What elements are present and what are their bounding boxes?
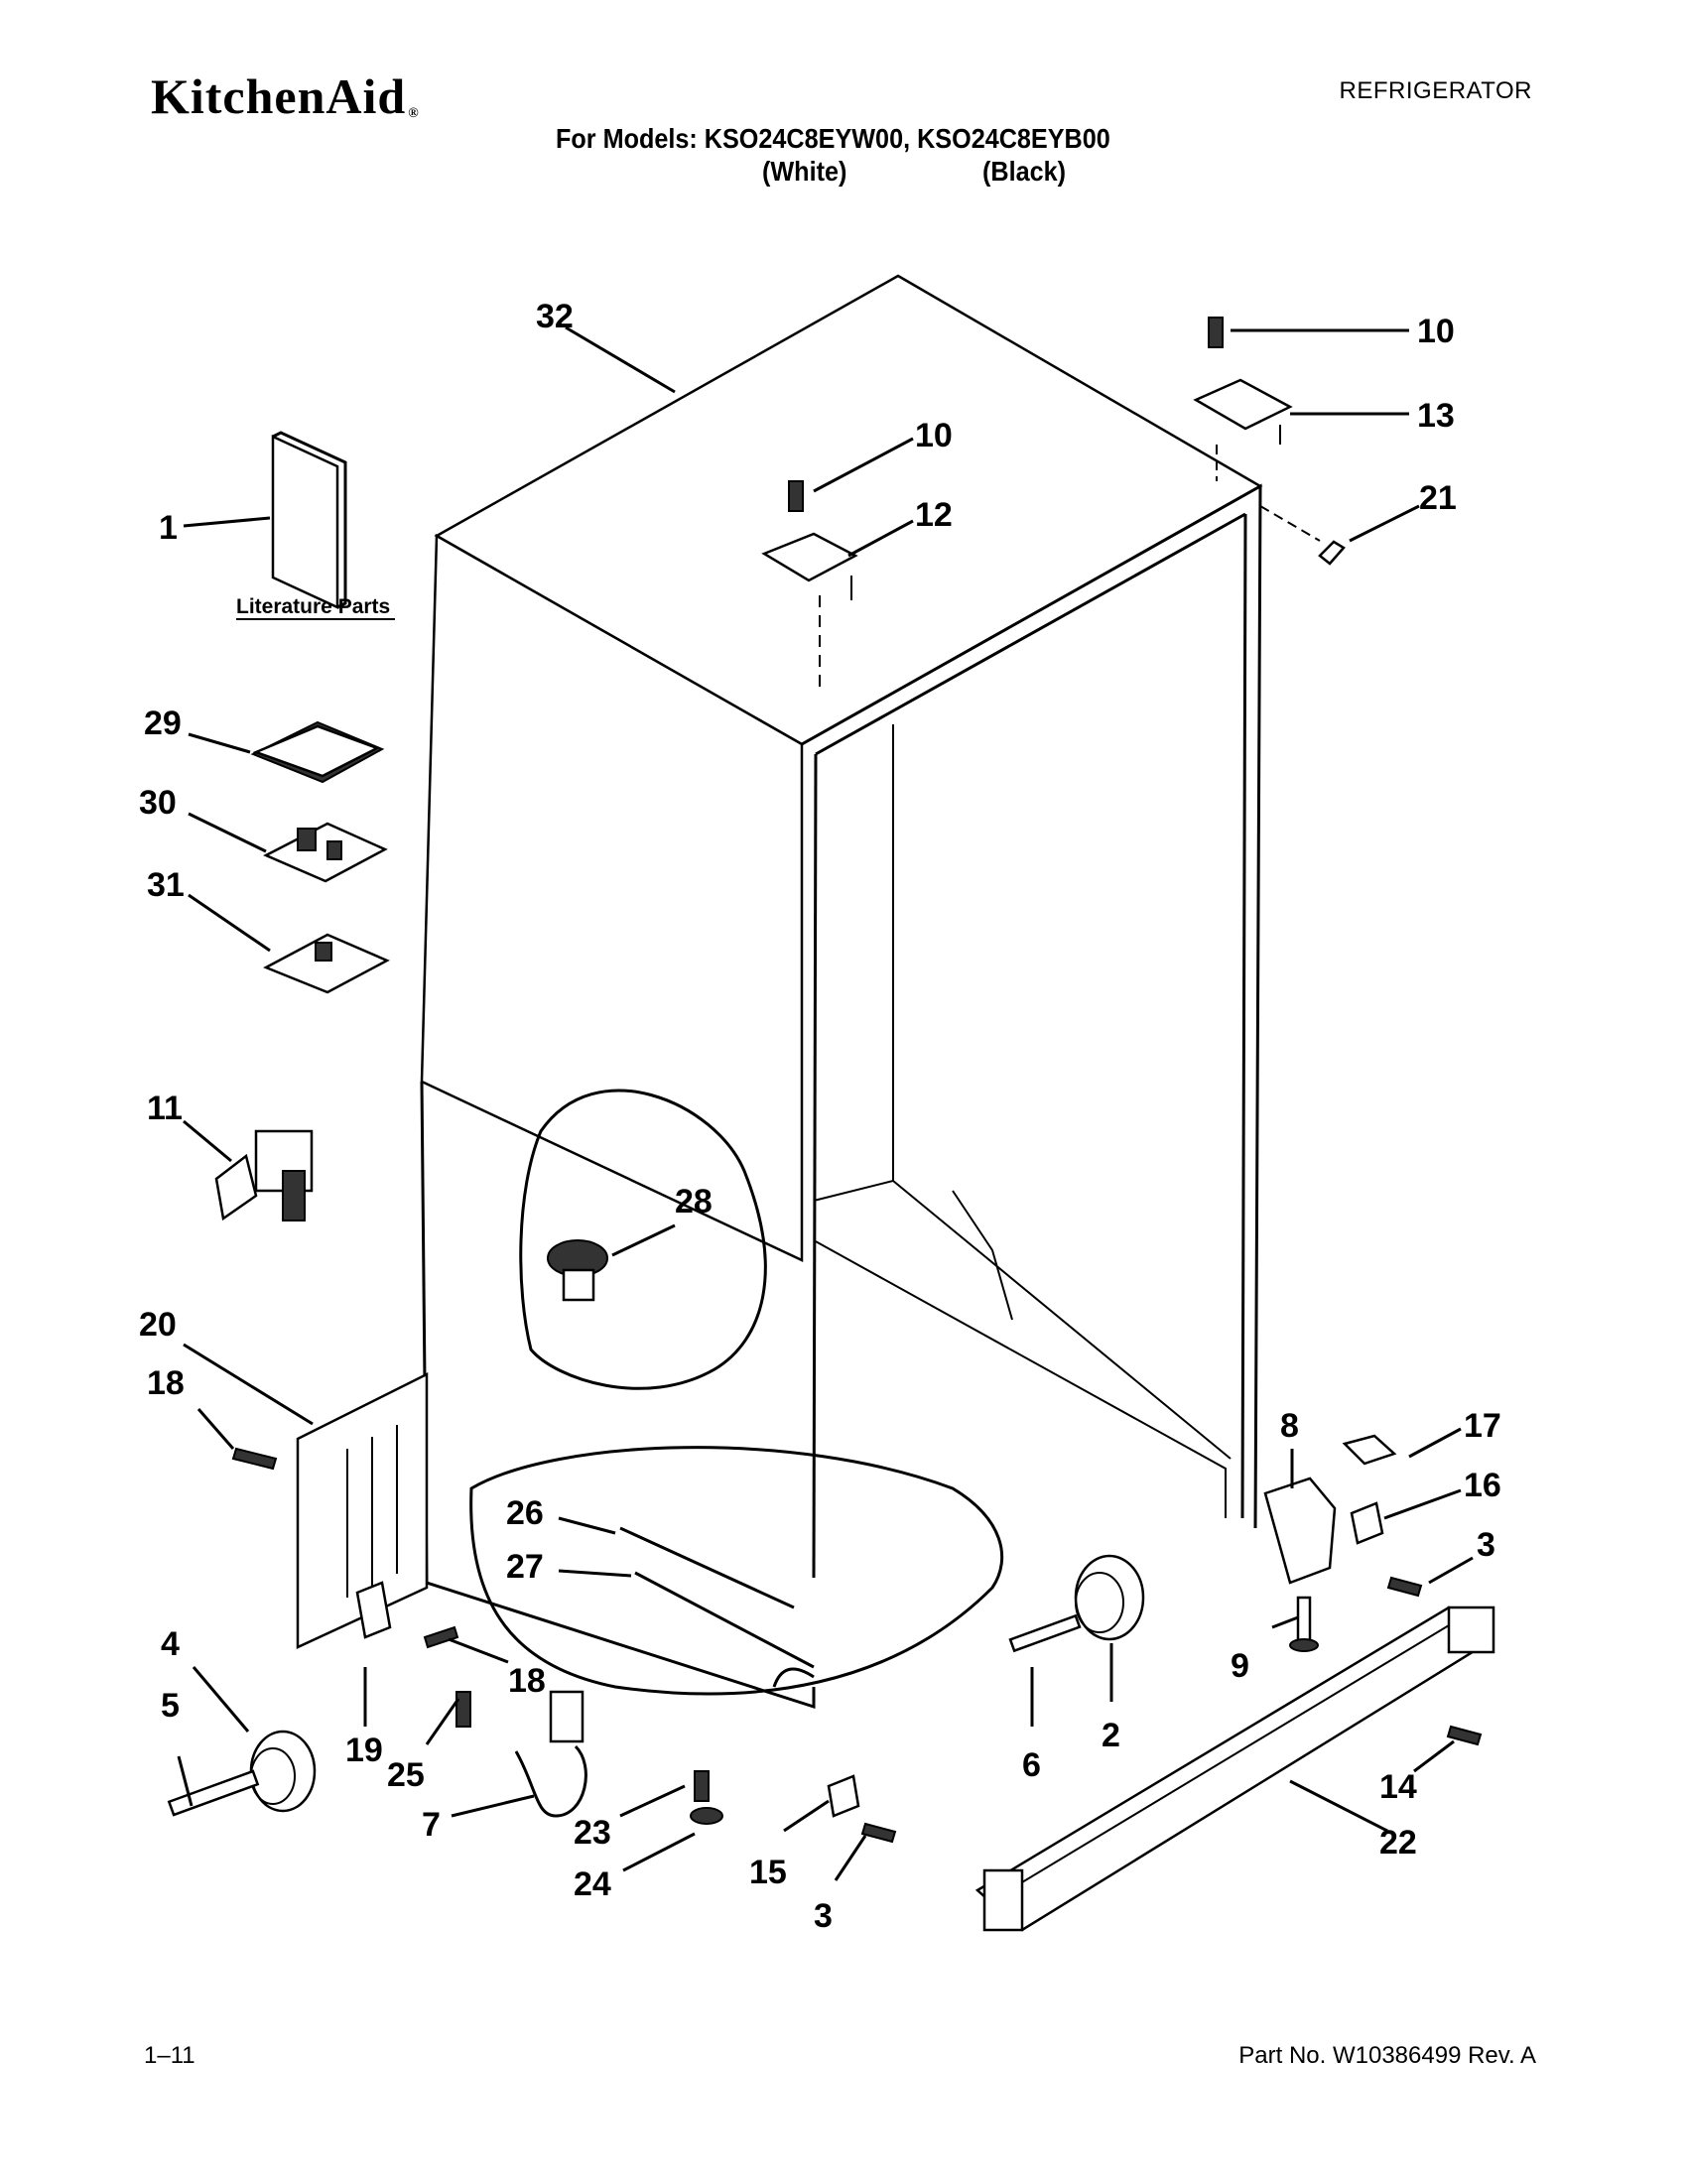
- defrost-tube: [619, 1526, 815, 1669]
- callout-label: 19: [345, 1732, 383, 1769]
- callout-label: 6: [1022, 1746, 1041, 1784]
- cutaway-view-lower: [469, 1446, 1004, 1696]
- callout-label: 30: [139, 784, 177, 822]
- control-board-main: [263, 822, 388, 883]
- callout-label: 27: [506, 1548, 544, 1586]
- callout-label: 5: [161, 1687, 180, 1725]
- callout-label: 15: [749, 1854, 787, 1891]
- drain-trap: [514, 1690, 587, 1818]
- callout-label: 22: [1379, 1824, 1417, 1862]
- callout-label: 25: [387, 1756, 425, 1794]
- brand-logo: KitchenAid®: [151, 68, 420, 124]
- callout-label: 26: [506, 1494, 544, 1532]
- toe-grille: [974, 1606, 1495, 1932]
- cutaway-view-upper: [519, 1089, 767, 1390]
- roller-front-right: [1008, 1554, 1145, 1653]
- callout-label: 7: [422, 1806, 441, 1844]
- callout-label: 20: [139, 1306, 177, 1344]
- callout-label: 28: [675, 1183, 713, 1220]
- callout-label: 3: [814, 1897, 833, 1935]
- refrigerator-cabinet: [420, 274, 1263, 1710]
- callout-label: 10: [915, 417, 953, 454]
- callout-label: 32: [536, 298, 574, 335]
- callout-label: 24: [574, 1865, 611, 1903]
- callout-label: 16: [1464, 1467, 1501, 1504]
- callout-labels: 32 10 10 13 21 12 1 29 30 31 11 28 20 18…: [139, 298, 1501, 1935]
- callout-label: 8: [1280, 1407, 1299, 1445]
- callout-label: 29: [144, 705, 182, 742]
- callout-label: 17: [1464, 1407, 1501, 1445]
- callout-label: 2: [1102, 1717, 1120, 1754]
- part-number: Part No. W10386499 Rev. A: [1238, 2042, 1536, 2069]
- control-board-cover: [250, 720, 385, 784]
- callout-label: 31: [147, 866, 185, 904]
- leveling-bracket: [1263, 1477, 1337, 1652]
- damper-assembly: [547, 1239, 608, 1302]
- callout-label: 3: [1477, 1526, 1495, 1564]
- hinge-upper-center: [761, 480, 858, 690]
- literature-parts-icon: [271, 431, 347, 609]
- callout-label: 1: [159, 509, 178, 547]
- variant-black: (Black): [982, 156, 1067, 187]
- callout-label: 12: [915, 496, 953, 534]
- callout-label: 11: [147, 1090, 183, 1127]
- callout-label: 18: [508, 1662, 546, 1700]
- front-grille: [296, 1371, 429, 1649]
- callout-label: 14: [1379, 1768, 1417, 1806]
- control-board-secondary: [263, 933, 390, 994]
- callout-leaders: [177, 325, 1474, 1881]
- models-line: For Models: KSO24C8EYW00, KSO24C8EYB00: [556, 123, 1110, 154]
- page-number: 1–11: [144, 2042, 195, 2069]
- water-valve: [214, 1129, 314, 1221]
- callout-label: 9: [1231, 1647, 1249, 1685]
- product-category: REFRIGERATOR: [1339, 77, 1532, 104]
- callout-label: 21: [1419, 479, 1457, 517]
- callout-label: 18: [147, 1364, 185, 1402]
- callout-label: 10: [1417, 313, 1455, 350]
- variant-white: (White): [762, 156, 847, 187]
- small-screws: [231, 1434, 1483, 1844]
- literature-parts-label: Literature Parts: [236, 595, 390, 618]
- callout-label: 23: [574, 1814, 611, 1852]
- callout-label: 13: [1417, 397, 1455, 435]
- callout-label: 4: [161, 1625, 180, 1663]
- hinge-upper-right: [1193, 317, 1346, 566]
